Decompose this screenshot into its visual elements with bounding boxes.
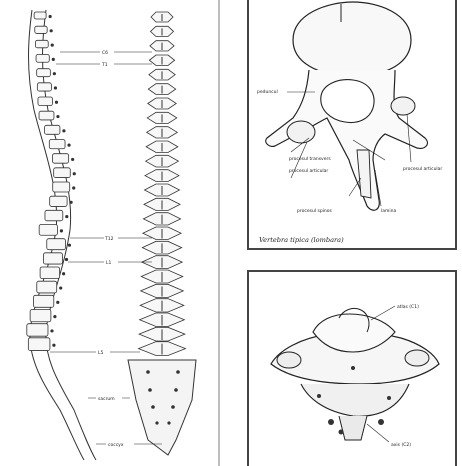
lateral-foramen	[72, 186, 75, 189]
lateral-foramen	[65, 215, 68, 218]
lateral-vertebra	[34, 12, 46, 19]
lateral-vertebra	[52, 154, 68, 164]
lateral-vertebra	[40, 267, 60, 279]
label-spinous-process: procesul spinos	[297, 208, 333, 214]
label-sacrum: sacrum	[98, 396, 115, 402]
label-peduncle: peduncul	[257, 89, 278, 95]
spine-diagram-panel: C6 T1 T12 L1 L5 sacrum coccyx	[0, 0, 216, 466]
label-articular-process: procesul articular	[289, 168, 328, 174]
lateral-vertebra	[33, 295, 53, 307]
lumbar-vertebra-illustration: peduncul procesul transvers procesul art…	[249, 0, 455, 248]
lateral-foramen	[62, 129, 65, 132]
lateral-vertebra	[39, 225, 57, 236]
label-lamina: lamina	[381, 208, 396, 214]
lateral-vertebra	[45, 210, 63, 221]
lateral-vertebra	[53, 182, 70, 192]
lateral-foramen	[50, 329, 53, 332]
label-l1: L1	[106, 260, 112, 266]
lateral-foramen	[53, 315, 56, 318]
lateral-foramen	[56, 115, 59, 118]
label-t12: T12	[104, 236, 114, 242]
lateral-foramen	[52, 58, 55, 61]
posterior-vertebrae	[139, 12, 186, 356]
lateral-vertebra	[54, 168, 71, 178]
label-coccyx: coccyx	[108, 443, 124, 448]
lateral-foramen	[73, 172, 76, 175]
lateral-vertebra	[39, 111, 54, 120]
atlas-axis-panel: atlas (C1) axis (C2)	[247, 270, 457, 466]
lateral-vertebrae	[27, 12, 76, 351]
lateral-vertebra	[36, 55, 49, 63]
lateral-foramen	[65, 258, 68, 261]
lateral-vertebra	[49, 140, 65, 149]
lateral-foramen	[49, 15, 52, 18]
lumbar-vertebra-panel: peduncul procesul transvers procesul art…	[247, 0, 457, 250]
lateral-foramen	[69, 201, 72, 204]
lateral-vertebra	[27, 324, 48, 337]
lateral-foramen	[56, 301, 59, 304]
lateral-foramen	[71, 158, 74, 161]
lateral-foramen	[60, 229, 63, 232]
lateral-foramen	[67, 144, 70, 147]
label-axis: axis (C2)	[391, 442, 411, 448]
lateral-vertebra	[43, 253, 62, 264]
lateral-vertebra	[47, 239, 66, 250]
label-t1: T1	[101, 62, 108, 68]
lateral-vertebra	[45, 125, 60, 134]
lumbar-caption: Vertebra tipica (lombara)	[259, 236, 344, 244]
lateral-foramen	[53, 72, 56, 75]
lateral-vertebra	[35, 26, 47, 33]
label-transverse-process: procesul transvers	[289, 156, 331, 162]
atlas-axis-illustration: atlas (C1) axis (C2)	[249, 272, 455, 466]
label-atlas: atlas (C1)	[397, 304, 419, 310]
lateral-spine	[29, 10, 97, 460]
sacrum-shape	[128, 360, 196, 455]
lateral-vertebra	[50, 196, 67, 206]
lateral-vertebra	[30, 310, 51, 322]
lateral-vertebra	[28, 338, 50, 351]
lateral-foramen	[68, 244, 71, 247]
lateral-foramen	[62, 272, 65, 275]
label-l5: L5	[98, 350, 104, 356]
panel-divider	[218, 0, 220, 466]
lateral-vertebra	[35, 40, 48, 48]
lateral-vertebra	[37, 281, 57, 293]
lateral-vertebra	[37, 69, 51, 77]
label-superior-articular: procesul articular	[403, 166, 442, 172]
lateral-foramen	[59, 286, 62, 289]
spine-illustration: C6 T1 T12 L1 L5 sacrum coccyx	[0, 0, 216, 466]
lateral-foramen	[52, 344, 55, 347]
lateral-foramen	[55, 101, 58, 104]
lateral-foramen	[54, 86, 57, 89]
lateral-foramen	[50, 29, 53, 32]
lateral-vertebra	[37, 83, 51, 91]
lateral-foramen	[51, 43, 54, 46]
label-c6: C6	[102, 50, 108, 56]
lateral-vertebra	[38, 97, 53, 106]
